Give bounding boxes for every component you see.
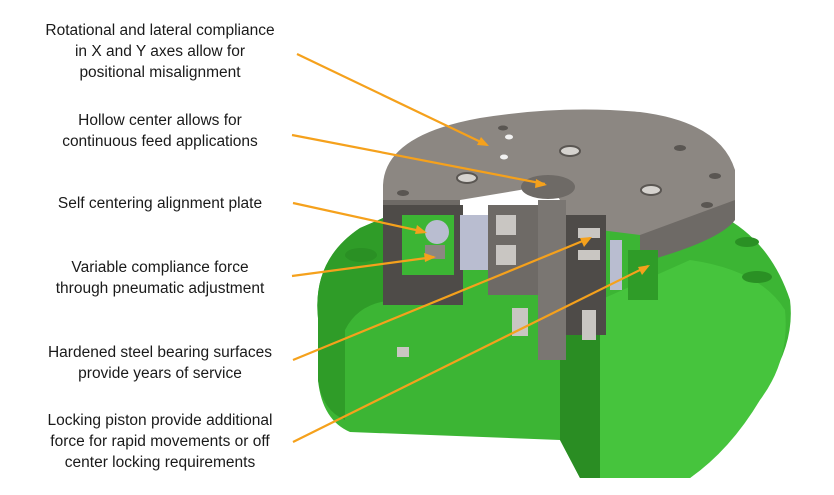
arrowhead-icon xyxy=(415,225,427,234)
pin-hole xyxy=(709,173,721,179)
bearing-block xyxy=(397,347,409,357)
callout-line: Rotational and lateral compliance xyxy=(45,22,275,39)
callout-line: through pneumatic adjustment xyxy=(55,280,265,297)
callout-alignment-plate: Self centering alignment plate xyxy=(25,193,295,214)
arrow-rotational-compliance xyxy=(296,53,488,146)
arrowhead-icon xyxy=(535,179,547,188)
callout-line: Hollow center allows for xyxy=(78,112,242,129)
pin-hole xyxy=(674,145,686,151)
hollow-shaft xyxy=(538,200,566,360)
callout-line: center locking requirements xyxy=(64,454,256,471)
callout-rotational-compliance: Rotational and lateral compliance in X a… xyxy=(25,20,295,83)
flange-bolt-hole xyxy=(345,248,377,262)
callout-hollow-center: Hollow center allows for continuous feed… xyxy=(25,110,295,152)
callout-bearing-surfaces: Hardened steel bearing surfaces provide … xyxy=(25,342,295,384)
callout-line: positional misalignment xyxy=(79,64,241,81)
arrow-bearing-surfaces xyxy=(292,236,591,362)
arrowhead-icon xyxy=(424,253,436,262)
callout-line: provide years of service xyxy=(78,365,242,382)
callout-line: Variable compliance force xyxy=(71,259,249,276)
pin-hole xyxy=(505,134,513,140)
pin-hole xyxy=(498,125,508,131)
arrowhead-icon xyxy=(477,137,489,146)
arrowhead-icon xyxy=(580,237,592,247)
pin-hole xyxy=(701,202,713,208)
pin-hole xyxy=(500,154,508,160)
callout-line: Self centering alignment plate xyxy=(57,195,263,212)
arrow-alignment-plate xyxy=(292,201,426,234)
screw-head xyxy=(640,184,662,196)
screw-head xyxy=(456,172,478,184)
arrowhead-icon xyxy=(638,265,650,275)
screw-head xyxy=(559,145,581,157)
hollow-center-bore xyxy=(521,175,575,199)
callout-line: Hardened steel bearing surfaces xyxy=(47,344,273,361)
callout-line: force for rapid movements or off xyxy=(50,433,270,450)
arrow-locking-piston xyxy=(292,265,649,443)
alignment-ball xyxy=(425,220,449,244)
flange-bolt-hole xyxy=(742,271,772,283)
callout-line: Locking piston provide additional xyxy=(47,412,273,429)
pin-hole xyxy=(397,190,409,196)
callout-line: in X and Y axes allow for xyxy=(74,43,246,60)
bearing-block xyxy=(512,308,528,336)
arrow-hollow-center xyxy=(291,133,546,186)
flange-bolt-hole xyxy=(735,237,759,247)
callout-variable-compliance: Variable compliance force through pneuma… xyxy=(25,257,295,299)
callout-arrows xyxy=(291,53,650,443)
callout-locking-piston: Locking piston provide additional force … xyxy=(25,410,295,473)
arrow-variable-compliance xyxy=(291,255,435,278)
callout-line: continuous feed applications xyxy=(62,133,258,150)
cutaway-interior xyxy=(383,200,658,360)
